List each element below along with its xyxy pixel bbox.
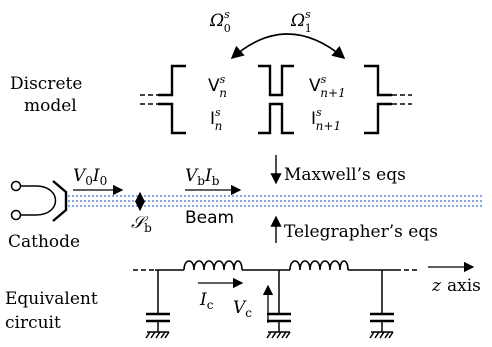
cathode-body — [52, 180, 68, 222]
beam-section: Cathode V0I0 VbIb 𝒮b Beam — [8, 166, 484, 252]
cathode-filament — [20, 185, 57, 216]
maxwell-link: Maxwell’s eqs — [270, 155, 406, 185]
maxwell-label: Maxwell’s eqs — [284, 165, 406, 185]
equivalent-circuit: Equivalent circuit — [5, 260, 481, 339]
discrete-model-label-line1: Discrete — [10, 74, 82, 94]
beam-lines — [68, 195, 484, 207]
circuit-label-line1: Equivalent — [5, 289, 98, 309]
telegrapher-label: Telegrapher’s eqs — [284, 222, 438, 242]
capacitor-branch-1 — [145, 270, 170, 339]
circuit-label-line2: circuit — [5, 313, 61, 333]
Ic-label: Ic — [199, 290, 214, 312]
Vc-label: Vc — [233, 298, 252, 320]
cathode-label: Cathode — [8, 232, 80, 252]
VbIb-label: VbIb — [185, 166, 220, 188]
discrete-model-label-line2: model — [24, 96, 77, 116]
inductor-2 — [289, 260, 349, 271]
inductor-1 — [183, 260, 243, 271]
coupling-arc — [230, 33, 346, 60]
capacitor-branch-3 — [369, 270, 394, 339]
V0I0-label: V0I0 — [73, 166, 107, 188]
cathode-terminal-top — [10, 180, 22, 192]
capacitor-branch-2 — [266, 270, 291, 339]
beam-label: Beam — [185, 208, 234, 228]
cathode-terminal-bottom — [10, 209, 22, 221]
telegrapher-link: Telegrapher’s eqs — [270, 215, 438, 243]
discrete-dashed-leads — [140, 94, 412, 105]
Sb-label: 𝒮b — [131, 213, 152, 235]
cavity-walls — [158, 64, 392, 135]
